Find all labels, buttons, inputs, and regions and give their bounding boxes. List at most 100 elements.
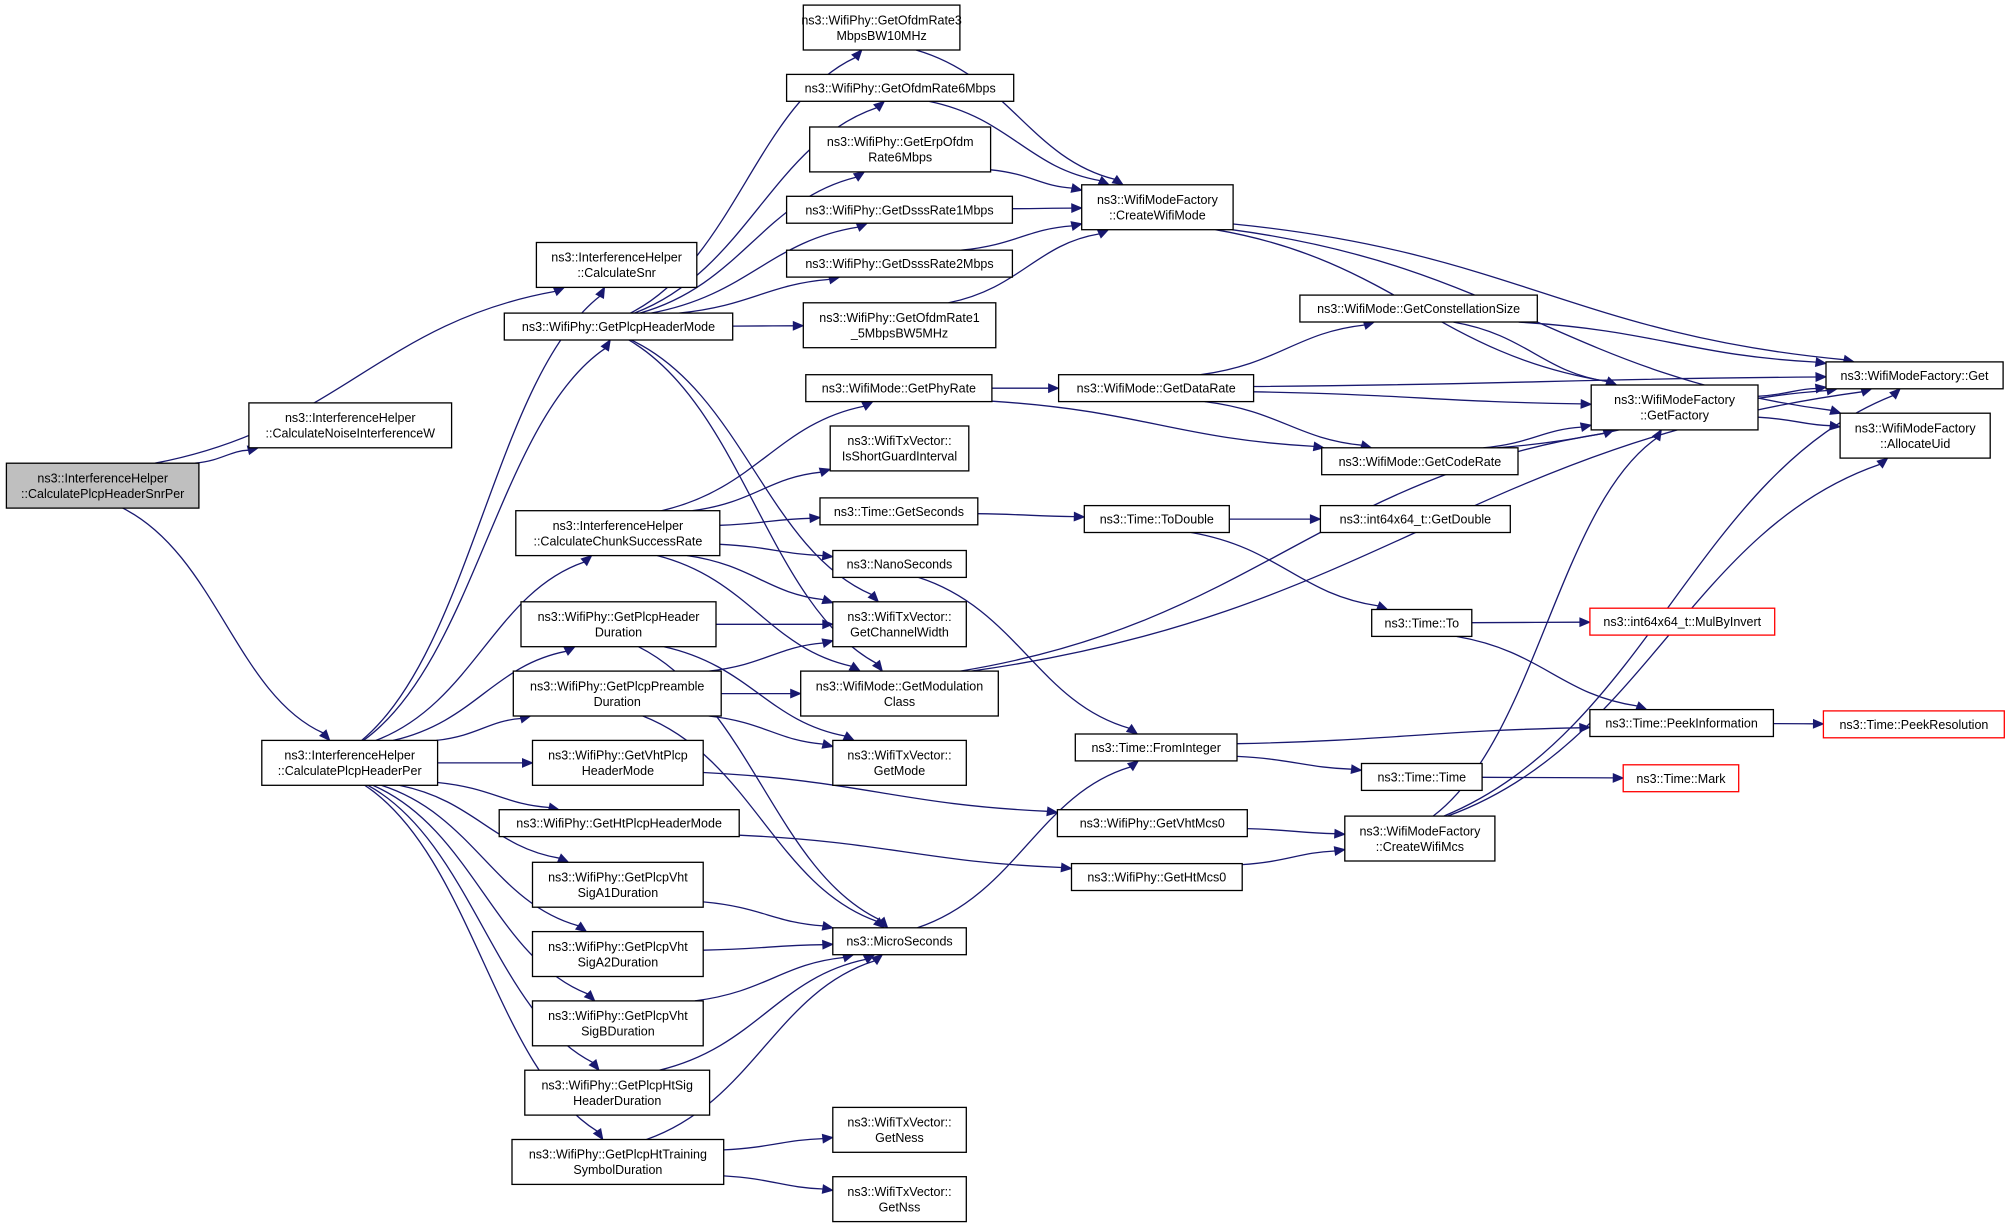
edge-preambleDur-to-microSeconds [642,715,886,929]
edge-getPhyRate-to-getCodeRate [991,400,1326,452]
node-box [1590,384,1759,431]
node-calcPer[interactable]: ns3::InterferenceHelper::CalculatePlcpHe… [261,739,439,786]
edge-getPlcpHeaderMode-to-erp6 [639,171,866,314]
node-htHeaderMode[interactable]: ns3::WifiPhy::GetHtPlcpHeaderMode [498,809,740,838]
edge-createWifiMode-to-factoryGet [1233,223,1856,365]
node-ofdm15[interactable]: ns3::WifiPhy::GetOfdmRate1_5MbpsBW5MHz [802,302,997,349]
node-getMode[interactable]: ns3::WifiTxVector::GetMode [832,739,967,786]
node-label-line: ns3::InterferenceHelper [553,519,684,533]
node-label-line: _5MbpsBW5MHz [850,327,948,341]
node-channelWidth[interactable]: ns3::WifiTxVector::GetChannelWidth [832,601,967,648]
node-getPhyRate[interactable]: ns3::WifiMode::GetPhyRate [805,374,993,403]
node-root[interactable]: ns3::InterferenceHelper::CalculatePlcpHe… [5,462,200,509]
node-chunkSuccess[interactable]: ns3::InterferenceHelper::CalculateChunkS… [515,510,721,557]
edge-chunkSuccess-to-channelWidth [687,554,835,605]
edge-erp6-to-createWifiMode [990,169,1083,193]
node-getNss[interactable]: ns3::WifiTxVector::GetNss [832,1176,967,1223]
edge-ofdm3-to-createWifiMode [915,49,1125,186]
node-calcNoise[interactable]: ns3::InterferenceHelper::CalculateNoiseI… [248,402,453,449]
node-box [800,670,999,717]
node-dsss1[interactable]: ns3::WifiPhy::GetDsssRate1Mbps [785,195,1014,224]
node-box [1070,862,1243,892]
node-box [832,927,967,956]
node-mulByInvert[interactable]: ns3::int64x64_t::MulByInvert [1589,607,1776,636]
node-factoryGet[interactable]: ns3::WifiModeFactory::Get [1825,361,2004,390]
node-isShortGI[interactable]: ns3::WifiTxVector::IsShortGuardInterval [829,425,970,472]
edge-toDouble-to-int64GetDouble [1229,514,1322,525]
node-label-line: ns3::InterferenceHelper [37,471,168,485]
node-nanoSeconds[interactable]: ns3::NanoSeconds [832,549,967,579]
edge-vhtMcs0-to-createWifiMcs [1247,827,1347,839]
node-label-line: SigA2Duration [578,955,659,969]
edge-vhtHeaderMode-to-vhtMcs0 [703,771,1059,817]
node-vhtMcs0[interactable]: ns3::WifiPhy::GetVhtMcs0 [1056,809,1248,838]
edge-plcpHeaderDur-to-channelWidth [716,619,835,630]
node-box [1839,412,1991,459]
node-timeTo[interactable]: ns3::Time::To [1371,608,1473,638]
node-getNess[interactable]: ns3::WifiTxVector::GetNess [832,1106,967,1153]
node-box [498,809,740,838]
node-label-line: ns3::int64x64_t::GetDouble [1340,513,1492,527]
node-label-line: ns3::WifiPhy::GetPlcpVht [548,871,688,885]
node-microSeconds[interactable]: ns3::MicroSeconds [832,927,967,956]
node-peekInfo[interactable]: ns3::Time::PeekInformation [1589,708,1775,738]
edge-constSize-to-getFactory [1453,321,1618,386]
edge-calcPer-to-vhtA2 [381,784,588,933]
node-label-line: ns3::WifiPhy::GetHtPlcpHeaderMode [516,817,722,831]
node-label-line: ns3::WifiTxVector:: [847,434,951,448]
node-label-line: ns3::WifiModeFactory [1614,393,1736,407]
node-getCodeRate[interactable]: ns3::WifiMode::GetCodeRate [1321,447,1519,476]
node-htMcs0[interactable]: ns3::WifiPhy::GetHtMcs0 [1070,862,1243,892]
node-label-line: SigA1Duration [578,886,659,900]
node-getDataRate[interactable]: ns3::WifiMode::GetDataRate [1057,374,1255,403]
node-box [819,497,979,526]
node-label-line: SigBDuration [581,1025,655,1039]
node-label-line: ns3::Time::PeekResolution [1839,718,1988,732]
node-box [785,249,1014,278]
edge-ofdm15-to-createWifiMode [948,229,1110,304]
node-timeTime[interactable]: ns3::Time::Time [1360,762,1483,792]
node-label-line: ns3::WifiMode::GetConstellationSize [1317,302,1520,316]
node-label-line: ::CalculateNoiseInterferenceW [266,427,436,441]
edge-root-to-calcPer [122,507,331,742]
node-getSeconds[interactable]: ns3::Time::GetSeconds [819,497,979,526]
node-ofdm6[interactable]: ns3::WifiPhy::GetOfdmRate6Mbps [785,73,1015,102]
node-label-line: ::CreateWifiMcs [1376,840,1464,854]
edge-preambleDur-to-modClass [721,688,802,699]
node-constSize[interactable]: ns3::WifiMode::GetConstellationSize [1299,294,1538,323]
node-int64GetDouble[interactable]: ns3::int64x64_t::GetDouble [1319,504,1511,534]
node-timeMark[interactable]: ns3::Time::Mark [1622,764,1740,793]
node-createWifiMode[interactable]: ns3::WifiModeFactory::CreateWifiMode [1081,184,1234,231]
node-label-line: SymbolDuration [573,1163,662,1177]
node-allocateUid[interactable]: ns3::WifiModeFactory::AllocateUid [1839,412,1991,459]
node-box [531,861,704,908]
node-fromInteger[interactable]: ns3::Time::FromInteger [1074,733,1238,762]
node-getFactory[interactable]: ns3::WifiModeFactory::GetFactory [1590,384,1759,431]
edge-microSeconds-to-fromInteger [917,760,1140,929]
edge-getFactory-to-allocateUid [1757,416,1842,431]
edge-root-to-calcNoise [194,445,260,464]
node-label-line: ns3::WifiModeFactory [1855,421,1977,435]
node-createWifiMcs[interactable]: ns3::WifiModeFactory::CreateWifiMcs [1344,815,1496,862]
node-label-line: ns3::WifiPhy::GetHtMcs0 [1087,871,1226,885]
node-htTraining[interactable]: ns3::WifiPhy::GetPlcpHtTrainingSymbolDur… [511,1138,725,1186]
node-getPlcpHeaderMode[interactable]: ns3::WifiPhy::GetPlcpHeaderMode [503,312,734,341]
node-box [261,739,439,786]
node-dsss2[interactable]: ns3::WifiPhy::GetDsssRate2Mbps [785,249,1014,278]
node-label-line: ns3::WifiPhy::GetOfdmRate3 [801,13,962,27]
node-peekRes[interactable]: ns3::Time::PeekResolution [1822,710,2005,739]
node-calcSnr[interactable]: ns3::InterferenceHelper::CalculateSnr [535,241,698,289]
node-box [1622,764,1740,793]
node-box [531,739,704,786]
node-toDouble[interactable]: ns3::Time::ToDouble [1083,504,1230,534]
